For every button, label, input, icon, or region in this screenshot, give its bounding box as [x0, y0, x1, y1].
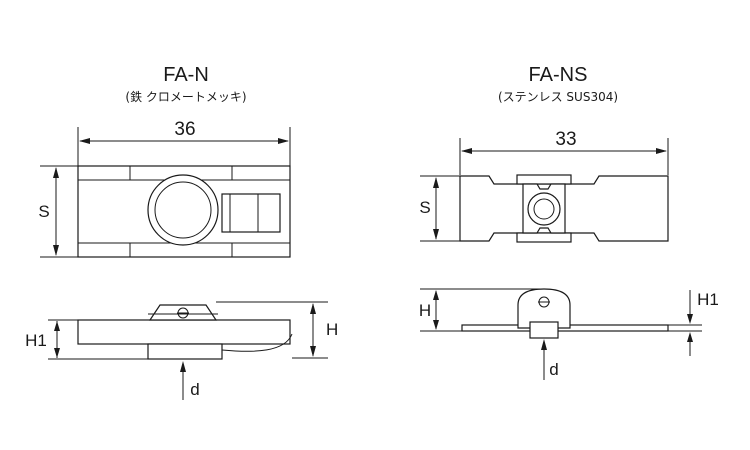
fa-ns-h-label: H	[419, 301, 431, 320]
fa-n-width-value: 36	[174, 119, 195, 140]
fa-n-subtitle: (鉄 クロメートメッキ)	[125, 89, 246, 104]
fa-ns-subtitle: (ステンレス SUS304)	[498, 90, 618, 104]
fa-n-side-view	[77, 304, 293, 360]
fa-n-width-dimension: 36	[77, 119, 291, 166]
fa-n-h-label: H	[326, 320, 338, 339]
fa-n-d-pointer: d	[180, 361, 200, 400]
fa-ns-top-view	[459, 174, 669, 243]
fa-ns-title: FA-NS	[529, 64, 588, 86]
fa-n-h1-dimension: H1	[25, 319, 148, 360]
fa-n-s-label: S	[38, 202, 49, 221]
fa-ns-s-label: S	[419, 198, 430, 217]
fa-ns-width-dimension: 33	[459, 129, 669, 175]
fa-n-top-view	[77, 165, 291, 258]
fa-ns-width-value: 33	[555, 129, 576, 150]
fa-n-h1-label: H1	[25, 331, 47, 350]
fa-n-s-dimension: S	[38, 165, 78, 258]
fa-n-h-dimension: H	[216, 301, 338, 359]
fa-ns-h-dimension: H	[419, 288, 540, 332]
fa-ns-h1-label: H1	[697, 290, 719, 309]
fa-n-section: FA-N (鉄 クロメートメッキ) 36 S	[25, 64, 338, 400]
fa-ns-s-dimension: S	[419, 175, 460, 242]
fa-ns-nut-inner	[533, 198, 555, 220]
fa-ns-d-label: d	[549, 360, 558, 379]
fa-n-title: FA-N	[163, 64, 209, 86]
fa-n-nut-inner	[154, 181, 212, 239]
fa-ns-d-pointer: d	[541, 339, 559, 380]
fa-ns-side-view	[461, 288, 669, 339]
fa-ns-h1-dimension: H1	[668, 290, 719, 356]
fa-n-nut-outer	[147, 174, 219, 246]
fa-ns-section: FA-NS (ステンレス SUS304) 33 S	[419, 64, 719, 380]
fa-ns-nut-outer	[527, 192, 561, 226]
fa-n-d-label: d	[190, 380, 199, 399]
